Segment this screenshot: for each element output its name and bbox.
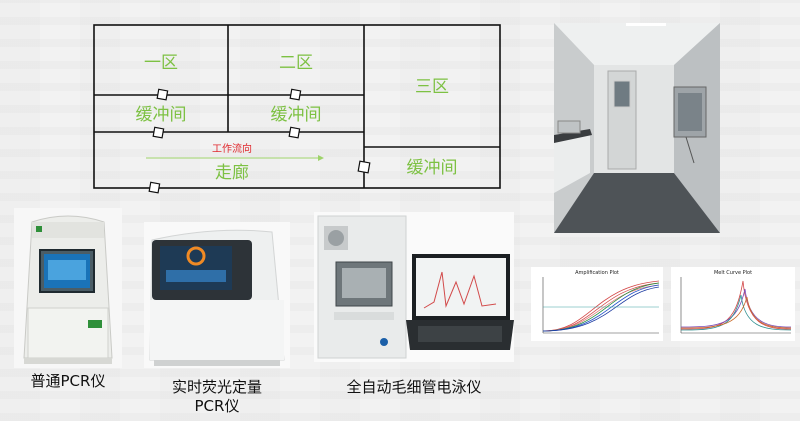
conventional-pcr-caption: 普通PCR仪 [30,372,106,390]
melt-curve-plot-image: Melt Curve Plot [671,267,795,341]
qpcr-caption-line1: 实时荧光定量 [171,378,262,396]
qpcr-caption-line2: PCR仪 [194,397,240,415]
lab-room-photo [554,23,720,233]
buffer-1-label: 缓冲间 [136,105,187,125]
realtime-qpcr-photo [144,222,290,368]
zone-1-label: 一区 [144,53,178,73]
amplification-plot-image: Amplification Plot [531,267,663,341]
floor-plan-outline [93,24,501,189]
melt-curve-plot-title: Melt Curve Plot [714,270,752,276]
buffer-3-label: 缓冲间 [407,158,458,178]
door-icon [152,126,165,139]
door-icon [357,160,371,174]
door-icon [148,181,161,194]
zone-2-label: 二区 [279,53,313,73]
door-icon [156,88,169,101]
conventional-pcr-photo [14,208,122,368]
zone-3-label: 三区 [415,77,449,97]
work-flow-label: 工作流向 [212,142,252,155]
corridor-label: 走廊 [215,163,249,183]
amplification-plot-title: Amplification Plot [575,270,619,276]
buffer-2-label: 缓冲间 [271,105,322,125]
door-icon [289,88,302,101]
door-icon [288,126,301,139]
capillary-electrophoresis-photo [314,212,514,362]
capillary-electrophoresis-caption: 全自动毛细管电泳仪 [346,378,482,396]
flow-arrow-head [318,155,324,161]
